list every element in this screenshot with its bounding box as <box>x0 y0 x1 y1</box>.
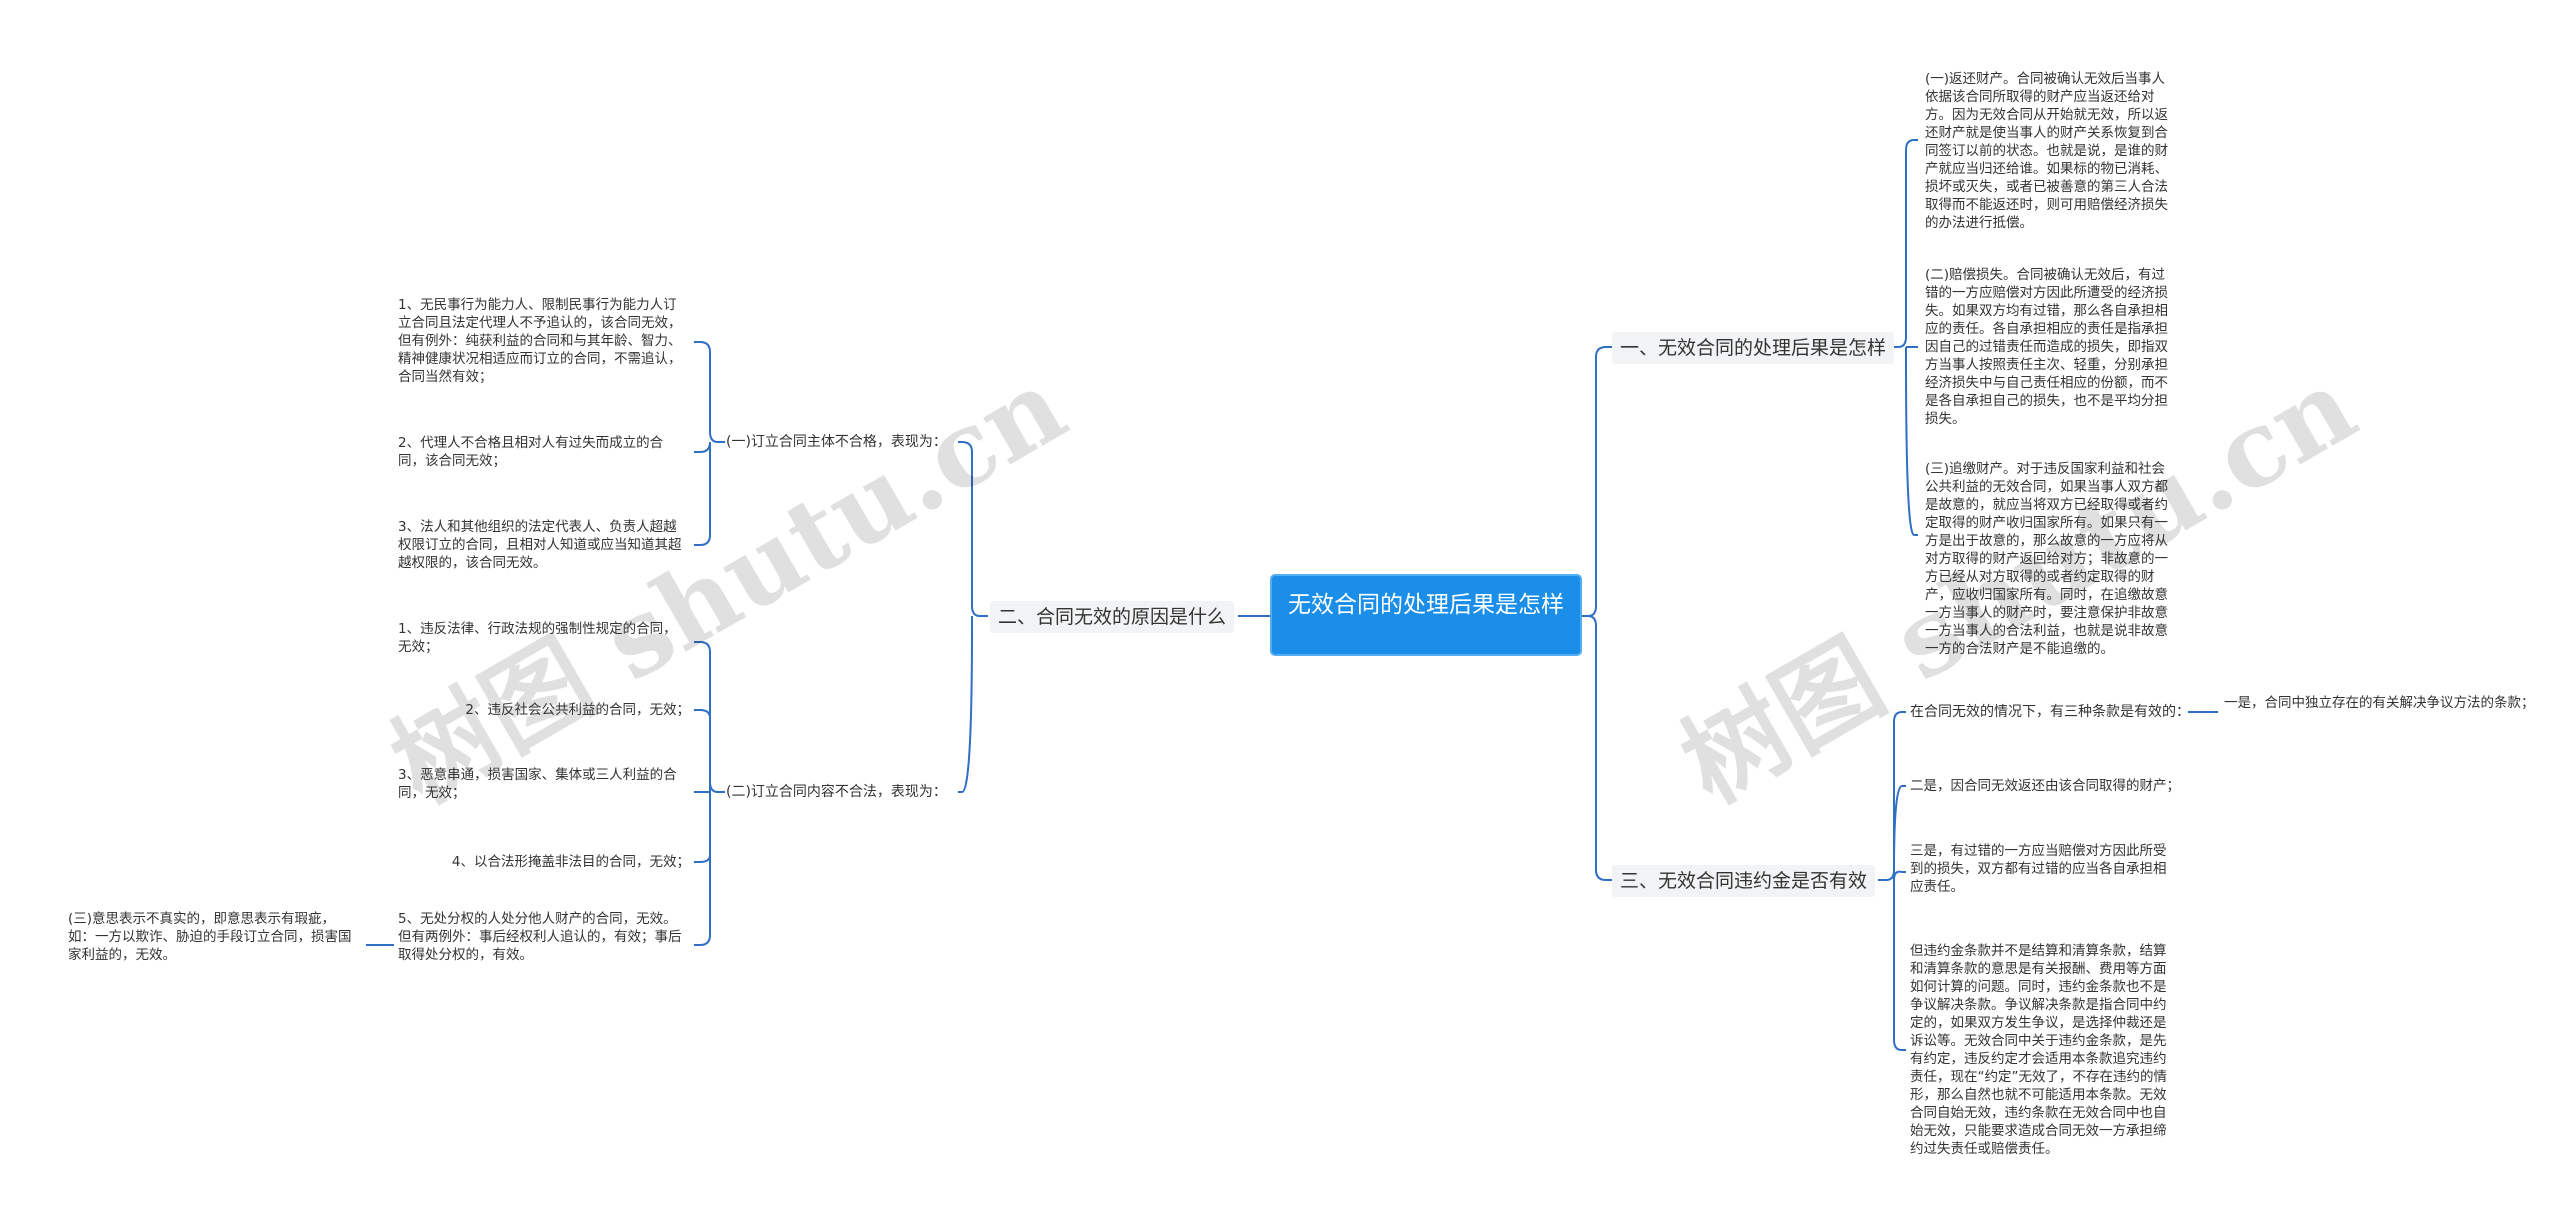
line-b3-bracket <box>1878 711 1906 1051</box>
leaf-capacity: 1、无民事行为能力人、限制民事行为能力人订立合同且法定代理人不予追认的，该合同无… <box>398 297 682 385</box>
root-node[interactable]: 无效合同的处理后果是怎样 <box>1270 574 1582 656</box>
leaf-fault-compensation: 三是，有过错的一方应当赔偿对方因此所受到的损失，双方都有过错的应当各自承担相应责… <box>1910 843 2167 895</box>
branch-invalidity-causes[interactable]: 二、合同无效的原因是什么 <box>990 601 1235 633</box>
leaf-agent-unqualified: 2、代理人不合格且相对人有过失而成立的合同，该合同无效； <box>398 435 664 469</box>
branch-penalty-validity[interactable]: 三、无效合同违约金是否有效 <box>1612 865 1876 897</box>
line-root-b3 <box>1582 615 1612 881</box>
group-illegal-content[interactable]: (二)订立合同内容不合法，表现为： <box>726 784 947 800</box>
group-unqualified-subject[interactable]: (一)订立合同主体不合格，表现为： <box>726 434 947 450</box>
leaf-public-interest: 2、违反社会公共利益的合同，无效； <box>465 702 690 718</box>
leaf-return-acquired-property: 二是，因合同无效返还由该合同取得的财产； <box>1910 778 2180 794</box>
line-b1-bracket <box>1888 139 1918 536</box>
branch-handling-consequences[interactable]: 一、无效合同的处理后果是怎样 <box>1612 332 1895 364</box>
leaf-untrue-intention: (三)意思表示不真实的，即意思表示有瑕疵，如：一方以欺诈、胁迫的手段订立合同，损… <box>68 911 352 963</box>
leaf-recover-property: (三)追缴财产。对于违反国家利益和社会公共利益的无效合同，如果当事人双方都是故意… <box>1925 461 2168 657</box>
line-root-b1 <box>1582 346 1612 617</box>
leaf-malicious-collusion: 3、恶意串通，损害国家、集体或三人利益的合同，无效； <box>398 767 677 801</box>
leaf-penalty-clause-explanation: 但违约金条款并不是结算和清算条款，结算和清算条款的意思是有关报酬、费用等方面如何… <box>1910 943 2167 1157</box>
leaf-compensation: (二)赔偿损失。合同被确认无效后，有过错的一方应赔偿对方因此所遭受的经济损失。如… <box>1925 267 2168 427</box>
leaf-dispute-clause: 一是，合同中独立存在的有关解决争议方法的条款； <box>2224 695 2535 711</box>
line-g1-bracket <box>694 341 725 546</box>
line-b2-bracket <box>958 441 988 793</box>
leaf-violate-law: 1、违反法律、行政法规的强制性规定的合同，无效； <box>398 621 677 655</box>
leaf-return-property: (一)返还财产。合同被确认无效后当事人依据该合同所取得的财产应当返还给对方。因为… <box>1925 71 2168 231</box>
leaf-disguise-illegal: 4、以合法形掩盖非法目的合同，无效； <box>451 854 690 870</box>
leaf-no-disposal-right: 5、无处分权的人处分他人财产的合同，无效。但有两例外：事后经权利人追认的，有效；… <box>398 911 682 963</box>
sub-three-valid-clauses[interactable]: 在合同无效的情况下，有三种条款是有效的： <box>1910 704 2190 720</box>
leaf-exceed-authority: 3、法人和其他组织的法定代表人、负责人超越权限订立的合同，且相对人知道或应当知道… <box>398 519 682 571</box>
line-g2-bracket <box>694 641 725 946</box>
